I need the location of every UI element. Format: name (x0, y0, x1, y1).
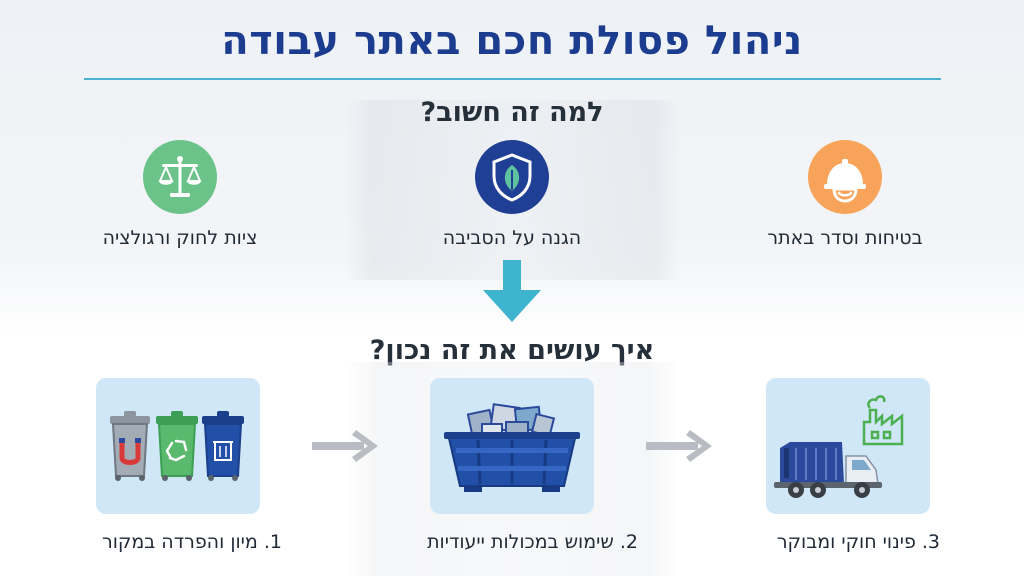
step-label-disposal: 3. פינוי חוקי ומבוקר (776, 531, 940, 553)
benefit-label-environment: הגנה על הסביבה (442, 227, 582, 249)
skip-container-icon (444, 403, 580, 492)
why-heading: למה זה חשוב? (420, 97, 604, 128)
scales-icon (143, 140, 217, 214)
benefit-label-compliance: ציות לחוק ורגולציה (102, 227, 258, 249)
title-divider (84, 78, 941, 80)
step-label-containers: 2. שימוש במכולות ייעודיות (427, 531, 638, 553)
hard-hat-icon (808, 140, 882, 214)
right-arrow-icon (312, 428, 380, 468)
benefit-label-safety: בטיחות וסדר באתר (767, 227, 923, 249)
right-arrow-icon (646, 428, 714, 468)
step-label-sorting: 1. מיון והפרדה במקור (102, 531, 282, 553)
page-title: ניהול פסולת חכם באתר עבודה (221, 18, 803, 64)
garbage-truck-factory-icon (774, 395, 904, 498)
sorting-bins-icon (110, 411, 244, 481)
how-heading: איך עושים את זה נכון? (369, 335, 655, 366)
step-tile-containers (430, 378, 594, 514)
shield-leaf-icon (475, 140, 549, 214)
step-tile-sorting (96, 378, 260, 514)
step-tile-disposal (766, 378, 930, 514)
down-arrow-icon (481, 260, 543, 330)
